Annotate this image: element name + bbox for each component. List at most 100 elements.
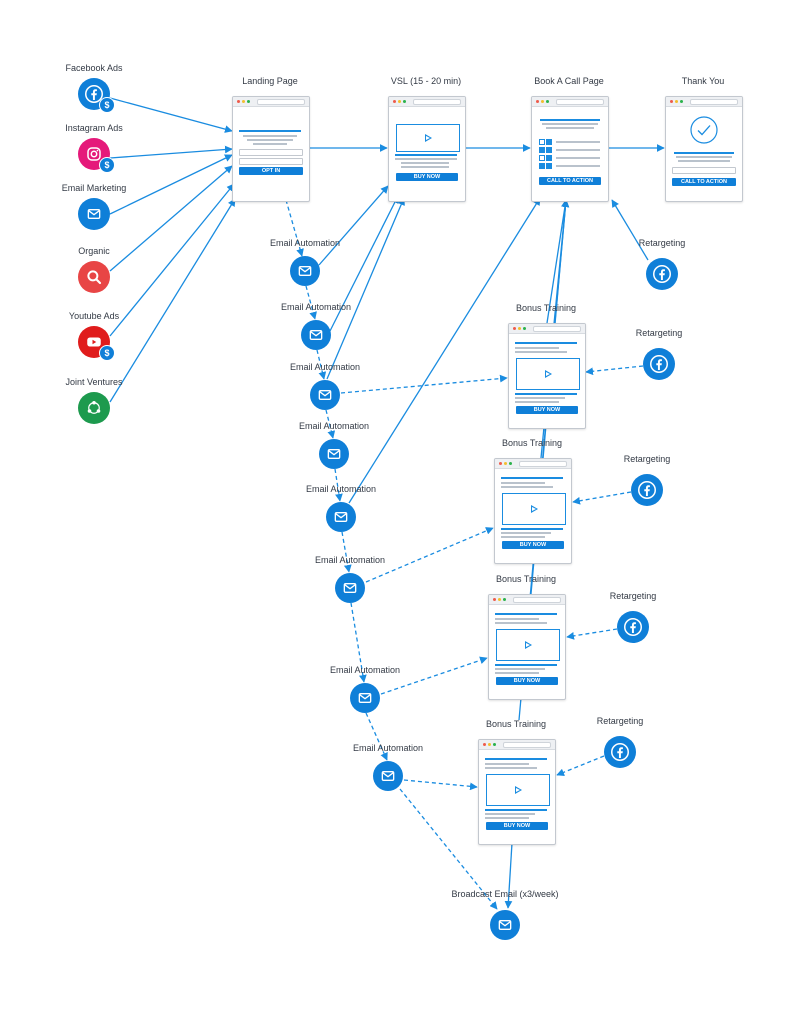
connector-arrow — [329, 195, 399, 332]
cta-button[interactable]: BUY NOW — [502, 541, 564, 549]
email-automation-node[interactable] — [319, 439, 349, 469]
window-dot — [670, 100, 673, 103]
checkbox[interactable] — [546, 147, 552, 153]
window-dot — [541, 100, 544, 103]
cta-button[interactable]: BUY NOW — [496, 677, 558, 685]
video-player[interactable] — [502, 493, 566, 525]
source-instagram[interactable]: $ — [78, 138, 115, 173]
text-line — [239, 130, 301, 132]
checkbox[interactable] — [539, 139, 545, 145]
text-line — [501, 528, 563, 530]
text-line — [676, 156, 732, 158]
cta-button[interactable]: BUY NOW — [396, 173, 458, 181]
cta-button[interactable]: CALL TO ACTION — [539, 177, 601, 185]
thank-you-page: CALL TO ACTION — [665, 96, 743, 202]
play-icon — [531, 505, 538, 513]
cta-button[interactable]: OPT IN — [239, 167, 303, 175]
email-automation-node[interactable] — [350, 683, 380, 713]
connector-arrow — [325, 409, 336, 439]
retargeting-node[interactable] — [617, 611, 649, 643]
checkbox[interactable] — [546, 155, 552, 161]
text-line — [546, 127, 594, 129]
checkbox[interactable] — [546, 163, 552, 169]
video-player[interactable] — [486, 774, 550, 806]
source-jv[interactable] — [78, 392, 110, 424]
source-youtube[interactable]: $ — [78, 326, 115, 361]
play-icon — [525, 641, 532, 649]
email-automation-node[interactable] — [373, 761, 403, 791]
facebook-icon — [650, 355, 668, 373]
browser-bar — [479, 740, 555, 750]
window-dot — [247, 100, 250, 103]
connector-arrow — [341, 531, 352, 573]
connector-arrow — [585, 365, 644, 376]
vsl-page: BUY NOW — [388, 96, 466, 202]
window-dot — [680, 100, 683, 103]
text-line — [253, 143, 287, 145]
checkbox[interactable] — [539, 147, 545, 153]
text-line — [485, 813, 535, 815]
text-line — [485, 767, 537, 769]
form-field[interactable] — [672, 167, 736, 174]
broadcast-email-node[interactable] — [490, 910, 520, 940]
video-player[interactable] — [516, 358, 580, 390]
connector-arrow — [399, 788, 498, 910]
email-icon — [497, 917, 513, 933]
retargeting-node[interactable] — [631, 474, 663, 506]
cta-button[interactable]: CALL TO ACTION — [672, 178, 736, 186]
text-line — [485, 758, 547, 760]
email-icon — [380, 768, 396, 784]
email-icon — [86, 206, 102, 222]
source-facebook[interactable]: $ — [78, 78, 115, 113]
window-dot — [523, 327, 526, 330]
connector-arrow — [340, 374, 508, 394]
text-line — [515, 342, 577, 344]
form-field[interactable] — [239, 149, 303, 156]
checkbox[interactable] — [546, 139, 552, 145]
email-automation-node[interactable] — [310, 380, 340, 410]
text-line — [515, 347, 559, 349]
connector-arrow — [350, 602, 367, 683]
retargeting-node[interactable] — [604, 736, 636, 768]
email-automation-label: Email Automation — [314, 555, 386, 565]
source-label-instagram: Instagram Ads — [65, 123, 123, 133]
youtube-icon — [85, 333, 103, 351]
window-dot — [493, 598, 496, 601]
retargeting-node[interactable] — [646, 258, 678, 290]
source-organic[interactable] — [78, 261, 110, 293]
email-icon — [297, 263, 313, 279]
cta-button[interactable]: BUY NOW — [516, 406, 578, 414]
connector-arrow — [556, 755, 605, 776]
email-icon — [333, 509, 349, 525]
window-dot — [403, 100, 406, 103]
paid-badge: $ — [99, 97, 115, 113]
connector-arrow — [318, 185, 389, 266]
checkbox[interactable] — [539, 163, 545, 169]
video-player[interactable] — [396, 124, 460, 152]
text-line — [243, 135, 297, 137]
connector-arrow — [305, 285, 317, 320]
url-bar — [513, 597, 561, 603]
video-player[interactable] — [496, 629, 560, 661]
cta-button[interactable]: BUY NOW — [486, 822, 548, 830]
form-field[interactable] — [239, 158, 303, 165]
retargeting-node[interactable] — [643, 348, 675, 380]
checkbox[interactable] — [539, 155, 545, 161]
email-automation-node[interactable] — [301, 320, 331, 350]
network-icon — [85, 399, 103, 417]
source-email[interactable] — [78, 198, 110, 230]
email-automation-node[interactable] — [335, 573, 365, 603]
thankyou-page-title: Thank You — [681, 76, 725, 86]
text-line — [495, 672, 539, 674]
bonus-training-page: BUY NOW — [508, 323, 586, 429]
email-automation-label: Email Automation — [298, 421, 370, 431]
email-icon — [317, 387, 333, 403]
text-line — [515, 351, 567, 353]
paid-badge: $ — [99, 157, 115, 173]
window-dot — [499, 462, 502, 465]
window-dot — [493, 743, 496, 746]
email-automation-node[interactable] — [326, 502, 356, 532]
source-label-jv: Joint Ventures — [65, 377, 123, 387]
call-page-title: Book A Call Page — [534, 76, 604, 86]
email-automation-node[interactable] — [290, 256, 320, 286]
